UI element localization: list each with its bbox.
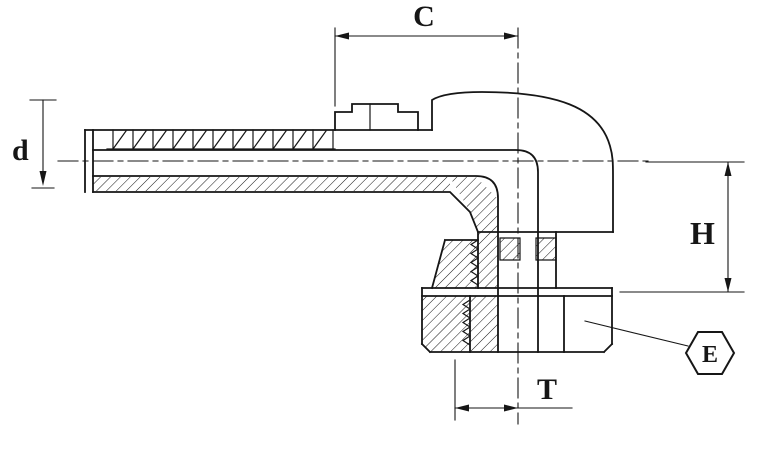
nut-skirt-outline <box>430 238 479 290</box>
dimension-h: H <box>619 161 745 293</box>
barb-ribs <box>112 129 334 150</box>
dimension-d: d <box>12 99 57 189</box>
label-e-leader-line <box>584 320 689 347</box>
dim-c-arrow-left <box>335 32 349 40</box>
nut-hex-edges <box>469 295 565 353</box>
seat-block-left-outline <box>499 237 521 261</box>
collar-steps <box>334 103 419 131</box>
seat-block-left-section <box>500 238 520 260</box>
nut-top-face <box>421 287 613 297</box>
elbow-bend-section <box>450 177 498 232</box>
dim-h-arrow-up <box>724 162 732 176</box>
section-hatching <box>93 177 556 352</box>
dim-t-arrow-left <box>455 404 469 412</box>
dim-label-t: T <box>537 373 557 406</box>
nut-sides <box>421 287 613 345</box>
dim-h-arrow-down <box>724 278 732 292</box>
dim-c-arrow-right <box>504 32 518 40</box>
bore-bottom-line <box>92 175 499 353</box>
thread-zigzag-nut <box>461 299 472 346</box>
nut-body-section <box>422 296 498 352</box>
elbow-dome-outline <box>431 91 614 233</box>
nut-bottom-face <box>420 342 614 354</box>
centerlines <box>57 27 653 425</box>
dim-label-d: d <box>12 134 29 167</box>
seat-block-right-section <box>536 238 556 260</box>
nut-skirt-section <box>432 240 478 288</box>
barb-slants <box>112 130 327 150</box>
thread-zigzag-tube <box>469 239 480 286</box>
dim-d-arrow-down <box>39 171 47 186</box>
part-label-e-text: E <box>702 342 718 368</box>
label-e-hexagon <box>684 331 736 375</box>
tube-wall-section <box>478 232 498 288</box>
bore-top-line <box>92 149 539 353</box>
seat-block-right-outline <box>535 237 557 261</box>
dim-label-h: H <box>690 215 715 251</box>
fitting-outline <box>84 91 614 354</box>
dimension-c: C <box>334 0 519 107</box>
part-label-e: E <box>584 320 736 375</box>
dim-t-arrow-right <box>504 404 518 412</box>
dim-label-c: C <box>413 0 435 33</box>
hose-wall-section <box>93 177 450 191</box>
hose-tail-end-face <box>84 129 94 193</box>
hose-tail-bottom-edge <box>92 191 479 289</box>
dimension-t: T <box>454 359 573 421</box>
